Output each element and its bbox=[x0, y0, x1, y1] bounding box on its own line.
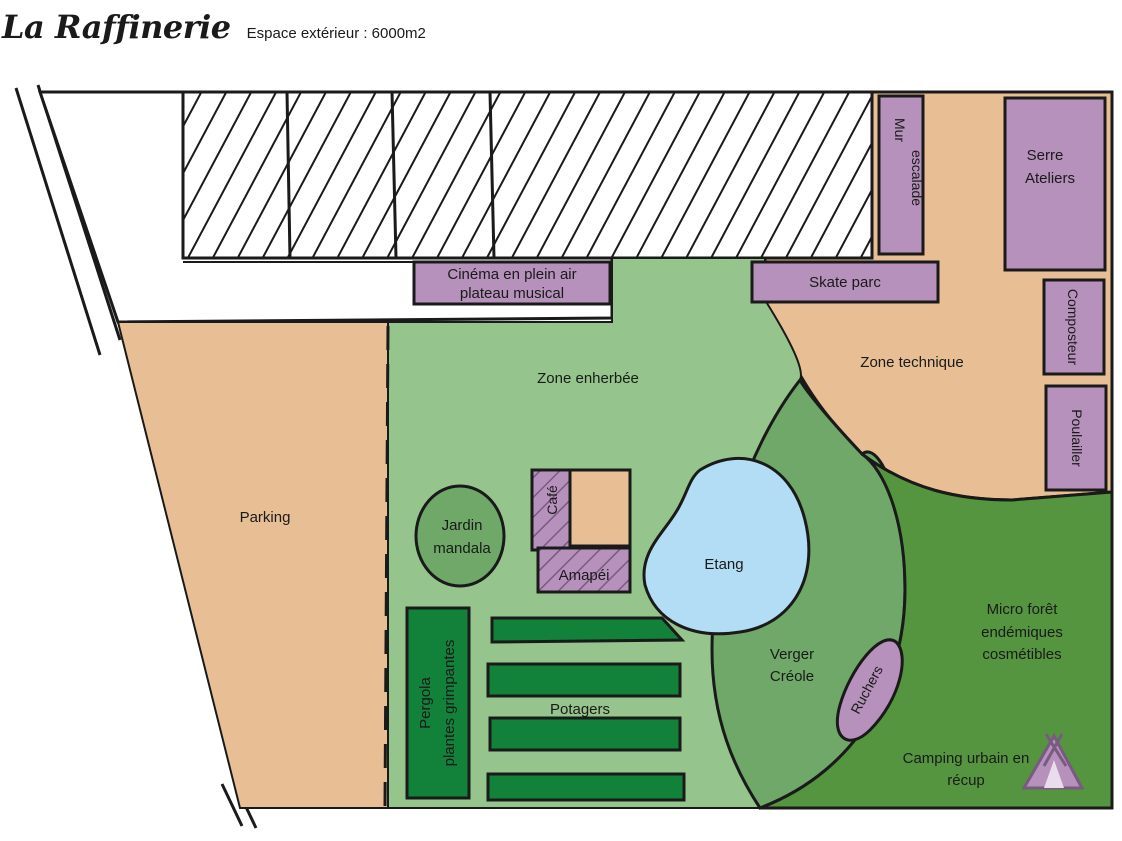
building-hatched-strip bbox=[181, 90, 874, 260]
vegetable-bed-1 bbox=[490, 616, 686, 644]
mandala-garden-label-line2: mandala bbox=[433, 540, 491, 557]
climbing-wall-label-line1: Mur bbox=[892, 118, 908, 142]
beehives-area bbox=[835, 638, 904, 742]
henhouse-label: Poulailler bbox=[1069, 409, 1085, 467]
parking-label: Parking bbox=[240, 509, 291, 526]
vegetable-bed-2 bbox=[486, 662, 682, 698]
road-line-bottom-outer bbox=[220, 783, 244, 827]
app-title: La Raffinerie bbox=[2, 8, 231, 46]
amapei-area bbox=[536, 546, 632, 594]
orchard-label-line1: Verger bbox=[770, 646, 814, 663]
henhouse-area bbox=[1044, 384, 1108, 492]
amapei-label: Amapéi bbox=[559, 567, 610, 584]
skate-park-label: Skate parc bbox=[809, 274, 881, 291]
skate-park-area bbox=[750, 260, 940, 304]
pergola-label-line2: plantes grimpantes bbox=[441, 640, 458, 767]
vegetable-bed-3 bbox=[488, 716, 682, 752]
pergola-area bbox=[405, 606, 471, 800]
building-divider-3 bbox=[488, 91, 496, 259]
cafe-courtyard-area bbox=[568, 468, 632, 548]
building-divider-2 bbox=[390, 91, 398, 259]
climbing-wall-label-line2: escalade bbox=[909, 150, 925, 206]
pond-label: Etang bbox=[704, 556, 743, 573]
orchard-label-line2: Créole bbox=[770, 668, 814, 685]
vegetable-bed-4 bbox=[486, 772, 686, 802]
camping-label-line2: récup bbox=[947, 772, 985, 789]
forest-label-line3: cosmétibles bbox=[982, 646, 1061, 663]
grass-zone-dashed-edge bbox=[383, 325, 390, 807]
cafe-label: Café bbox=[544, 485, 560, 515]
building-divider-1 bbox=[285, 91, 292, 259]
compost-area bbox=[1042, 278, 1106, 376]
road-line-top-outer bbox=[14, 87, 102, 356]
greenhouse-label-line2: Ateliers bbox=[1025, 170, 1075, 187]
greenhouse-label-line1: Serre bbox=[1027, 147, 1064, 164]
header: La Raffinerie Espace extérieur : 6000m2 bbox=[0, 8, 426, 58]
cinema-area bbox=[412, 260, 612, 306]
parking-area bbox=[116, 321, 389, 809]
tent-icon bbox=[1021, 732, 1085, 790]
mandala-garden-area bbox=[414, 484, 506, 588]
grass-zone-label: Zone enherbée bbox=[537, 370, 639, 387]
forest-label-line1: Micro forêt bbox=[987, 601, 1059, 618]
camping-label-line1: Camping urbain en bbox=[903, 750, 1030, 767]
mandala-garden-label-line1: Jardin bbox=[442, 517, 483, 534]
pergola-label-line1: Pergola bbox=[417, 676, 434, 728]
forest-label-line2: endémiques bbox=[981, 624, 1063, 641]
climbing-wall-area bbox=[877, 94, 925, 256]
vegetables-label: Potagers bbox=[550, 701, 610, 718]
technical-zone-label: Zone technique bbox=[860, 354, 963, 371]
cinema-label-line2: plateau musical bbox=[460, 285, 564, 302]
greenhouse-area bbox=[1003, 96, 1107, 272]
compost-label: Composteur bbox=[1065, 289, 1081, 366]
pond-area bbox=[642, 456, 811, 636]
site-area-subtitle: Espace extérieur : 6000m2 bbox=[246, 25, 426, 42]
cinema-label-line1: Cinéma en plein air bbox=[447, 266, 576, 283]
